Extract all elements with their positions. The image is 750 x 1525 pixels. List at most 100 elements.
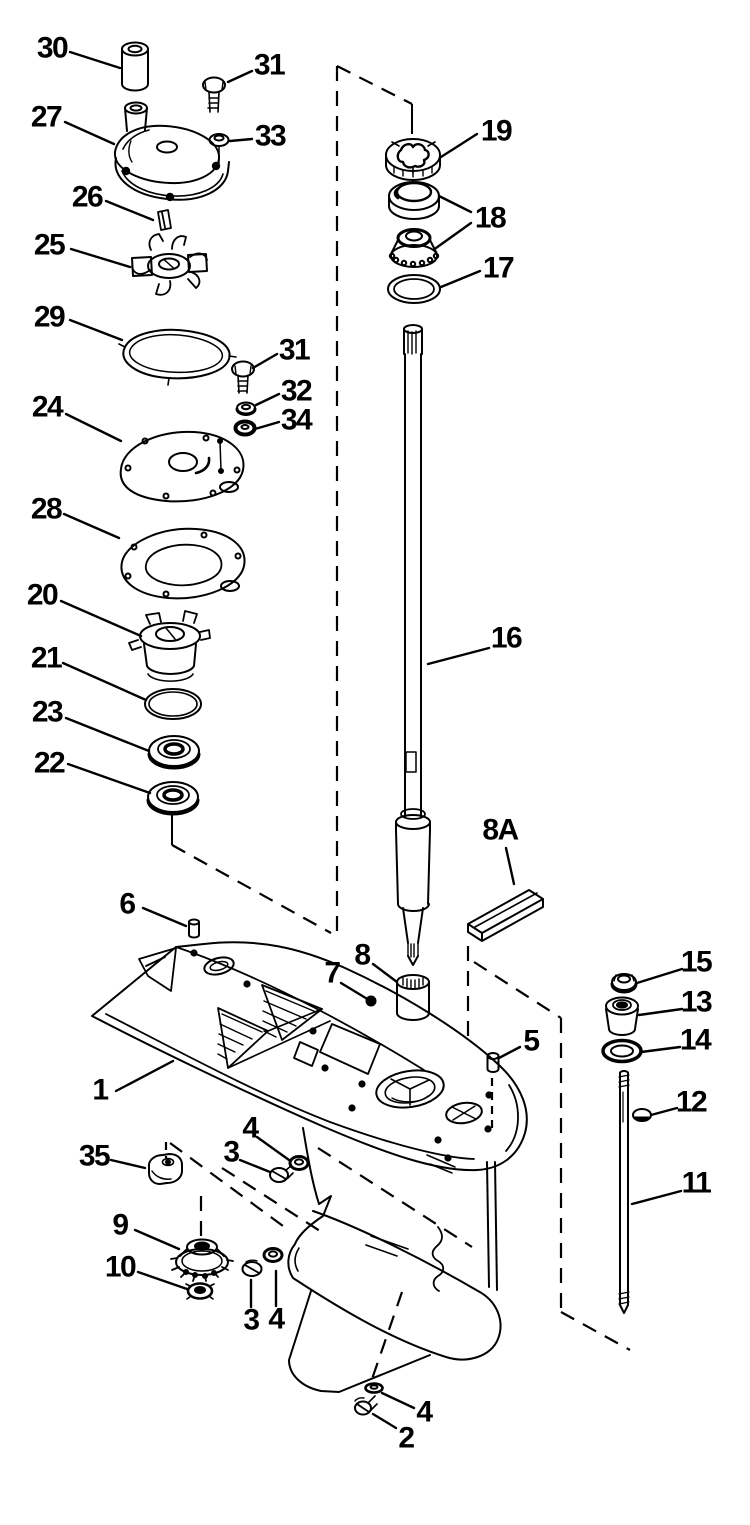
part-31-bolt-mid: [231, 360, 255, 394]
part-number-label: 23: [32, 696, 63, 729]
part-13-bushing: [605, 996, 639, 1036]
leader-line: [439, 269, 482, 289]
part-number-label: 4: [416, 1396, 433, 1429]
callout-1: 1: [92, 1059, 175, 1107]
part-number-label: 10: [105, 1251, 136, 1284]
part-18-bearing-race: [388, 181, 440, 220]
leader-line: [497, 1045, 522, 1060]
part-number-label: 34: [281, 404, 313, 437]
callout-8A: 8A: [482, 814, 520, 886]
callout-17: 17: [439, 252, 515, 289]
part-33-nut: [208, 133, 230, 164]
part-4-washer-b: [262, 1247, 284, 1263]
callout-9: 9: [112, 1209, 181, 1251]
part-number-label: 15: [681, 946, 712, 979]
part-30-bushing: [121, 41, 149, 92]
part-21-o-ring: [144, 688, 202, 720]
part-number-label: 26: [72, 181, 103, 214]
leader-line: [228, 137, 254, 143]
part-number-label: 30: [37, 32, 68, 65]
callout-34: 34: [253, 404, 314, 437]
part-19-ring-nut: [385, 138, 441, 181]
callout-4: 4: [380, 1391, 435, 1429]
part-number-label: 11: [682, 1167, 712, 1200]
leader-line: [64, 412, 123, 443]
callout-33: 33: [228, 120, 287, 153]
part-number-label: 16: [491, 622, 522, 655]
part-24-face-plate: [119, 430, 245, 503]
leader-line: [63, 120, 116, 146]
leader-line: [68, 318, 124, 342]
part-18-bearing-cone: [388, 228, 440, 268]
part-34-grommet: [233, 419, 257, 437]
part-26-impeller-key: [157, 209, 172, 231]
leader-line: [59, 599, 143, 638]
leader-line: [426, 646, 491, 666]
callout-27: 27: [31, 101, 116, 146]
callout-3: 3: [243, 1278, 261, 1337]
callout-3: 3: [223, 1136, 272, 1174]
part-4-washer-a: [288, 1155, 310, 1171]
part-number-label: 4: [242, 1112, 259, 1145]
leader-line: [371, 1412, 398, 1430]
callout-5: 5: [497, 1025, 541, 1060]
leader-line: [630, 1189, 683, 1206]
callout-29: 29: [34, 301, 124, 342]
callout-4: 4: [268, 1269, 287, 1336]
part-12-clip: [632, 1108, 652, 1122]
callout-2: 2: [371, 1412, 416, 1455]
part-27-water-pump-cover: [113, 101, 230, 202]
part-number-label: 6: [119, 888, 135, 921]
leader-line: [136, 1270, 189, 1291]
part-22-oil-seal-lower: [146, 781, 200, 816]
part-1-gear-housing: [91, 941, 528, 1393]
callout-24: 24: [32, 391, 123, 443]
leader-line: [437, 194, 473, 214]
part-32-washer: [235, 401, 257, 416]
face-plate-stud-pin: [217, 438, 224, 474]
callout-28: 28: [31, 493, 121, 540]
callout-31: 31: [226, 49, 286, 84]
callout-25: 25: [34, 229, 132, 269]
leader-line: [253, 420, 281, 431]
leader-line: [380, 1391, 416, 1410]
leader-line: [133, 1228, 181, 1251]
leader-line: [251, 352, 279, 370]
part-number-label: 20: [27, 579, 58, 612]
callout-19: 19: [439, 115, 513, 159]
callout-layer: 3031273326252931323424282021232219181716…: [27, 32, 714, 1455]
part-3-screw-b: [241, 1259, 263, 1277]
axis-connector-lines: [171, 104, 413, 845]
part-number-label: 1: [92, 1074, 108, 1107]
callout-16: 16: [426, 622, 523, 666]
part-7-ball: [365, 995, 377, 1007]
part-3-screw-a: [269, 1165, 294, 1183]
callout-32: 32: [254, 375, 313, 408]
part-number-label: 3: [243, 1304, 259, 1337]
part-number-label: 7: [324, 957, 340, 990]
callout-20: 20: [27, 579, 143, 638]
leader-line: [104, 199, 155, 222]
part-31-bolt-top: [202, 76, 226, 113]
part-23-oil-seal-upper: [147, 735, 201, 770]
leader-line: [109, 1158, 147, 1170]
callout-23: 23: [32, 696, 151, 753]
part-number-label: 28: [31, 493, 62, 526]
callout-12: 12: [649, 1086, 708, 1119]
part-number-label: 12: [676, 1086, 707, 1119]
leader-line: [255, 1135, 291, 1162]
part-16-drive-shaft: [395, 324, 431, 966]
leader-line: [64, 716, 151, 753]
brand-signature-squiggle: [431, 1226, 445, 1292]
leader-line: [68, 50, 122, 70]
callout-18: 18: [434, 194, 507, 250]
callout-15: 15: [635, 946, 713, 985]
leader-line: [434, 221, 473, 250]
leader-line: [504, 846, 516, 886]
part-28-lower-gasket: [120, 527, 246, 600]
leader-line: [238, 1158, 272, 1174]
leader-line: [61, 661, 148, 702]
callout-22: 22: [34, 747, 152, 795]
